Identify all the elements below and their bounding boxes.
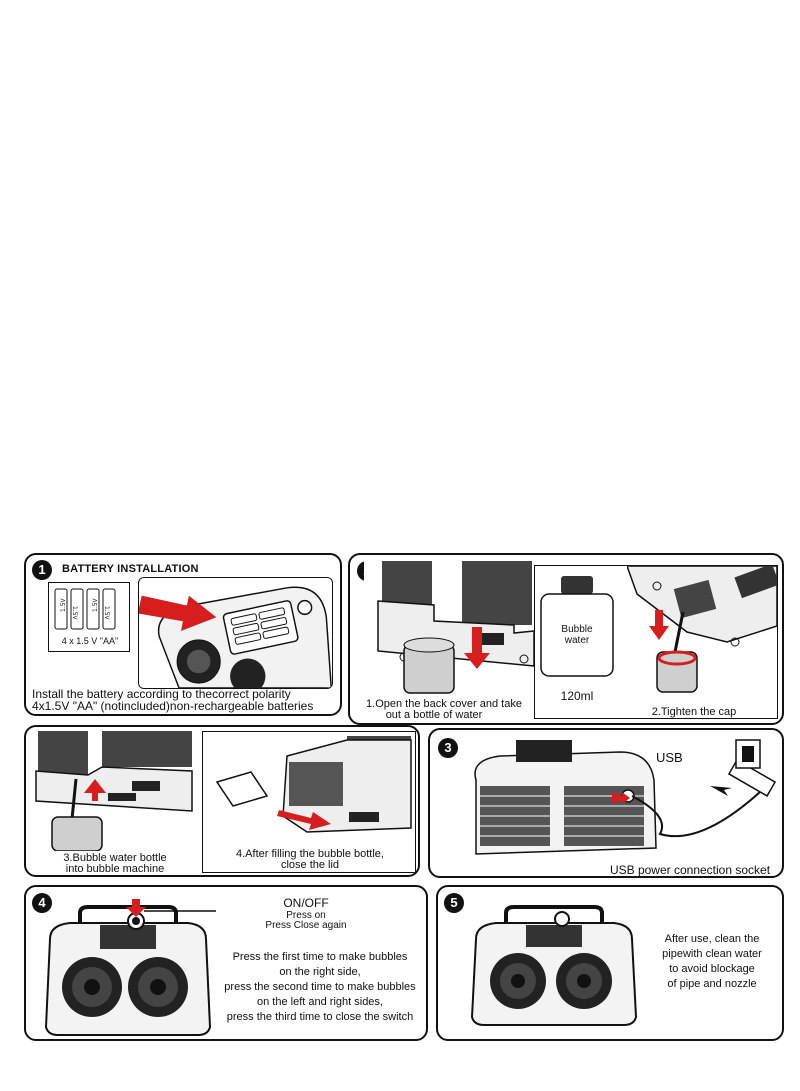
svg-text:1.5V: 1.5V [103, 606, 110, 621]
step1-number: 1 [32, 560, 52, 580]
bottle-label-line2: water [564, 635, 590, 646]
step4-number: 4 [32, 893, 52, 913]
press-close-label: Press Close again [265, 920, 347, 931]
step1-panel: 1 BATTERY INSTALLATION 1.5V 1.5V 1.5V 1.… [24, 553, 342, 716]
step3-caption: USB power connection socket [609, 863, 771, 877]
step2-caption2: 2.Tighten the cap [651, 706, 737, 718]
step5-line2: pipewith clean water [662, 948, 762, 960]
bubble-water-bottle [540, 576, 614, 677]
battery-diagram: 1.5V 1.5V 1.5V 1.5V 4 x 1.5 V "AA" [48, 582, 130, 652]
battery-spec: 4 x 1.5 V "AA" [61, 636, 119, 646]
machine-clean-illustration [466, 899, 642, 1027]
usb-label: USB [656, 750, 683, 765]
step2-caption4-line2: close the lid [280, 859, 340, 871]
bottle-insert-illustration [32, 731, 198, 851]
switch-label: ON/OFF [283, 896, 329, 910]
step2-panel: 2 1.Open the back cover and take out a b… [348, 553, 784, 725]
step5-line3: to avoid blockage [669, 963, 755, 975]
svg-text:1.5V: 1.5V [60, 597, 67, 612]
step5-panel: 5 After use, clean the pipewith clean wa… [436, 885, 784, 1041]
step2-caption3-line2: into bubble machine [65, 863, 165, 875]
step3-number: 3 [438, 738, 458, 758]
step2-caption3-line1: 3.Bubble water bottle [63, 852, 167, 864]
step4-panel: 4 ON/OFF Press on Press Close again Pres… [24, 885, 428, 1041]
machine-front-illustration [40, 899, 216, 1039]
step1-caption-line1: Install the battery according to thecorr… [32, 687, 291, 701]
bottle-volume: 120ml [560, 689, 594, 703]
step2-continued-panel: 3.Bubble water bottle into bubble machin… [24, 725, 420, 877]
bottle-label-line1: Bubble [561, 624, 593, 635]
step4-instr-line2: on the right side, [279, 966, 361, 978]
battery-cells-illustration: 1.5V 1.5V 1.5V 1.5V [54, 588, 116, 630]
battery-compartment-illustration [138, 577, 333, 689]
step1-caption-line2: 4x1.5V "AA" (notincluded)non-rechargeabl… [32, 699, 314, 713]
cap-illustration [627, 566, 777, 694]
step4-instr-line3: press the second time to make bubbles [224, 981, 416, 993]
svg-text:1.5V: 1.5V [71, 606, 78, 621]
step4-instr-line4: on the left and right sides, [257, 996, 383, 1008]
step4-instr-line5: press the third time to close the switch [226, 1011, 414, 1023]
step5-line1: After use, clean the [664, 933, 760, 945]
step4-instr-line1: Press the first time to make bubbles [232, 951, 408, 963]
close-lid-box: 4.After filling the bubble bottle, close… [202, 731, 416, 873]
step1-title: BATTERY INSTALLATION [62, 563, 199, 575]
back-cover-illustration [364, 561, 534, 697]
step3-panel: 3 [428, 728, 784, 878]
svg-text:1.5V: 1.5V [92, 597, 99, 612]
step2-caption4-line1: 4.After filling the bubble bottle, [236, 848, 384, 860]
step2-caption1-line1: 1.Open the back cover and take [366, 698, 522, 710]
press-on-label: Press on [286, 910, 326, 921]
step5-line4: of pipe and nozzle [667, 978, 757, 990]
step5-number: 5 [444, 893, 464, 913]
tighten-cap-box: Bubble water 120ml 2.Tighten the cap [534, 565, 778, 719]
usb-connection-illustration [460, 736, 780, 860]
step2-caption1-line2: out a bottle of water [385, 709, 483, 721]
close-lid-illustration [207, 732, 413, 844]
